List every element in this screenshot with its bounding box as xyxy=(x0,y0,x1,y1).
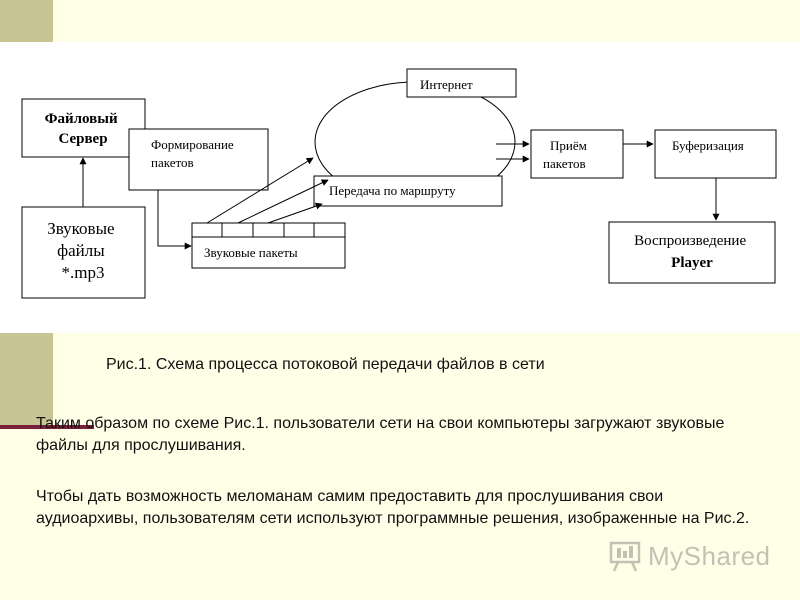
packet-formation-box xyxy=(128,128,269,191)
file-server-line1: Файловый xyxy=(45,111,118,127)
watermark-text: MyShared xyxy=(648,540,771,571)
packet-receive-line2: пакетов xyxy=(543,156,586,171)
file-server-box xyxy=(21,98,146,158)
watermark-logo: MyShared xyxy=(608,538,771,574)
packet-formation-label: Формирование пакетов xyxy=(151,137,237,170)
presentation-board-icon xyxy=(609,541,641,572)
packet-formation-line2: пакетов xyxy=(151,155,194,170)
buffering-label: Буферизация xyxy=(672,138,744,153)
accent-bar xyxy=(0,425,94,429)
sound-packets-label: Звуковые пакеты xyxy=(204,245,298,260)
streaming-diagram: Файловый Сервер Формирование пакетов Инт… xyxy=(21,68,777,299)
paragraph-1: Таким образом по схеме Рис.1. пользовате… xyxy=(36,415,725,454)
sound-files-box xyxy=(21,206,146,299)
playback-box xyxy=(608,221,776,284)
sound-packets-box xyxy=(191,222,346,269)
playback-line1: Воспроизведение xyxy=(634,233,746,249)
arrow-packets-to-net-1 xyxy=(206,157,314,224)
sound-files-line2: файлы xyxy=(57,241,105,260)
internet-box xyxy=(406,68,517,98)
decorative-block-top xyxy=(0,0,53,42)
routing-label: Передача по маршруту xyxy=(329,183,456,198)
arrow-formation-to-packets xyxy=(157,190,192,250)
packet-receive-line1: Приём xyxy=(550,138,587,153)
playback-line2: Player xyxy=(671,255,713,271)
arrow-packets-to-route xyxy=(267,202,323,224)
internet-label: Интернет xyxy=(420,77,473,92)
figure-caption: Рис.1. Схема процесса потоковой передачи… xyxy=(106,356,545,373)
decorative-block-left xyxy=(0,333,53,425)
packet-formation-line1: Формирование xyxy=(151,137,234,152)
routing-box xyxy=(313,175,503,207)
sound-files-label: Звуковые файлы *.mp3 xyxy=(47,219,119,282)
sound-files-line3: *.mp3 xyxy=(62,263,105,282)
sound-files-line1: Звуковые xyxy=(47,219,114,238)
file-server-label: Файловый Сервер xyxy=(45,111,122,147)
file-server-line2: Сервер xyxy=(58,131,107,147)
packet-receive-box xyxy=(530,129,624,179)
buffering-box xyxy=(654,129,777,179)
arrow-packets-to-net-2 xyxy=(237,179,329,224)
packet-receive-label: Приём пакетов xyxy=(543,138,590,171)
paragraph-2: Чтобы дать возможность меломанам самим п… xyxy=(36,488,750,527)
diagram-area: Файловый Сервер Формирование пакетов Инт… xyxy=(0,42,800,333)
playback-label: Воспроизведение Player xyxy=(634,233,750,271)
